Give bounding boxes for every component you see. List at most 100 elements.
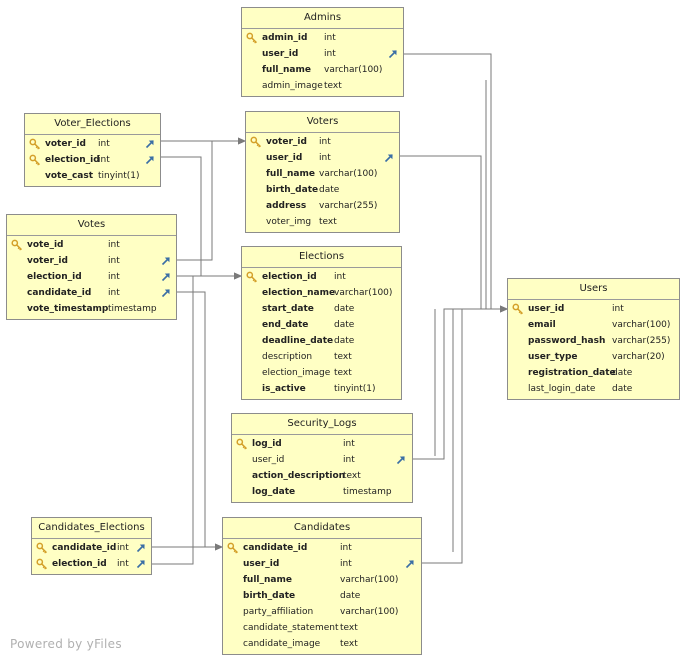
column-name: password_hash [528,336,606,346]
column-name: registration_date [528,368,616,378]
column-name: vote_cast [45,171,94,181]
foreign-key-icon [145,139,155,149]
column-type: date [319,185,340,195]
primary-key-icon [11,239,23,251]
table-title: Candidates [223,518,421,539]
column-name: party_affiliation [243,607,314,617]
foreign-key-icon [396,455,406,465]
column-type: varchar(255) [612,336,671,346]
column-name: election_id [27,272,82,282]
column-name: user_id [528,304,565,314]
edge-votes-voters [177,137,246,261]
column-name: email [528,320,556,330]
edge-votes-candidates [177,291,223,551]
column-name: is_active [262,384,306,394]
column-name: voter_id [27,256,68,266]
column-type: int [343,439,355,449]
column-type: timestamp [343,487,392,497]
primary-key-icon [36,558,48,570]
table-title: Elections [242,247,401,268]
column-name: user_id [252,455,285,465]
column-name: full_name [266,169,315,179]
column-row[interactable]: password_hash varchar(255) [508,333,679,349]
watermark: Powered by yFiles [10,637,122,651]
column-type: timestamp [108,304,157,314]
table-title: Security_Logs [232,414,412,435]
column-name: end_date [262,320,309,330]
column-name: full_name [262,65,311,75]
column-name: full_name [243,575,292,585]
primary-key-icon [236,438,248,450]
column-name: voter_id [45,139,86,149]
column-type: varchar(100) [340,607,399,617]
foreign-key-icon [388,49,398,59]
column-name: user_id [243,559,280,569]
column-type: int [108,240,120,250]
foreign-key-icon [136,559,146,569]
primary-key-icon [227,542,239,554]
column-name: candidate_id [27,288,92,298]
column-type: int [334,272,346,282]
column-type: varchar(20) [612,352,665,362]
column-type: int [340,543,352,553]
column-name: last_login_date [528,384,596,394]
column-type: date [612,368,633,378]
column-type: text [340,623,358,633]
edge-admins-users [404,53,508,313]
column-row[interactable]: party_affiliation varchar(100) [223,604,421,620]
